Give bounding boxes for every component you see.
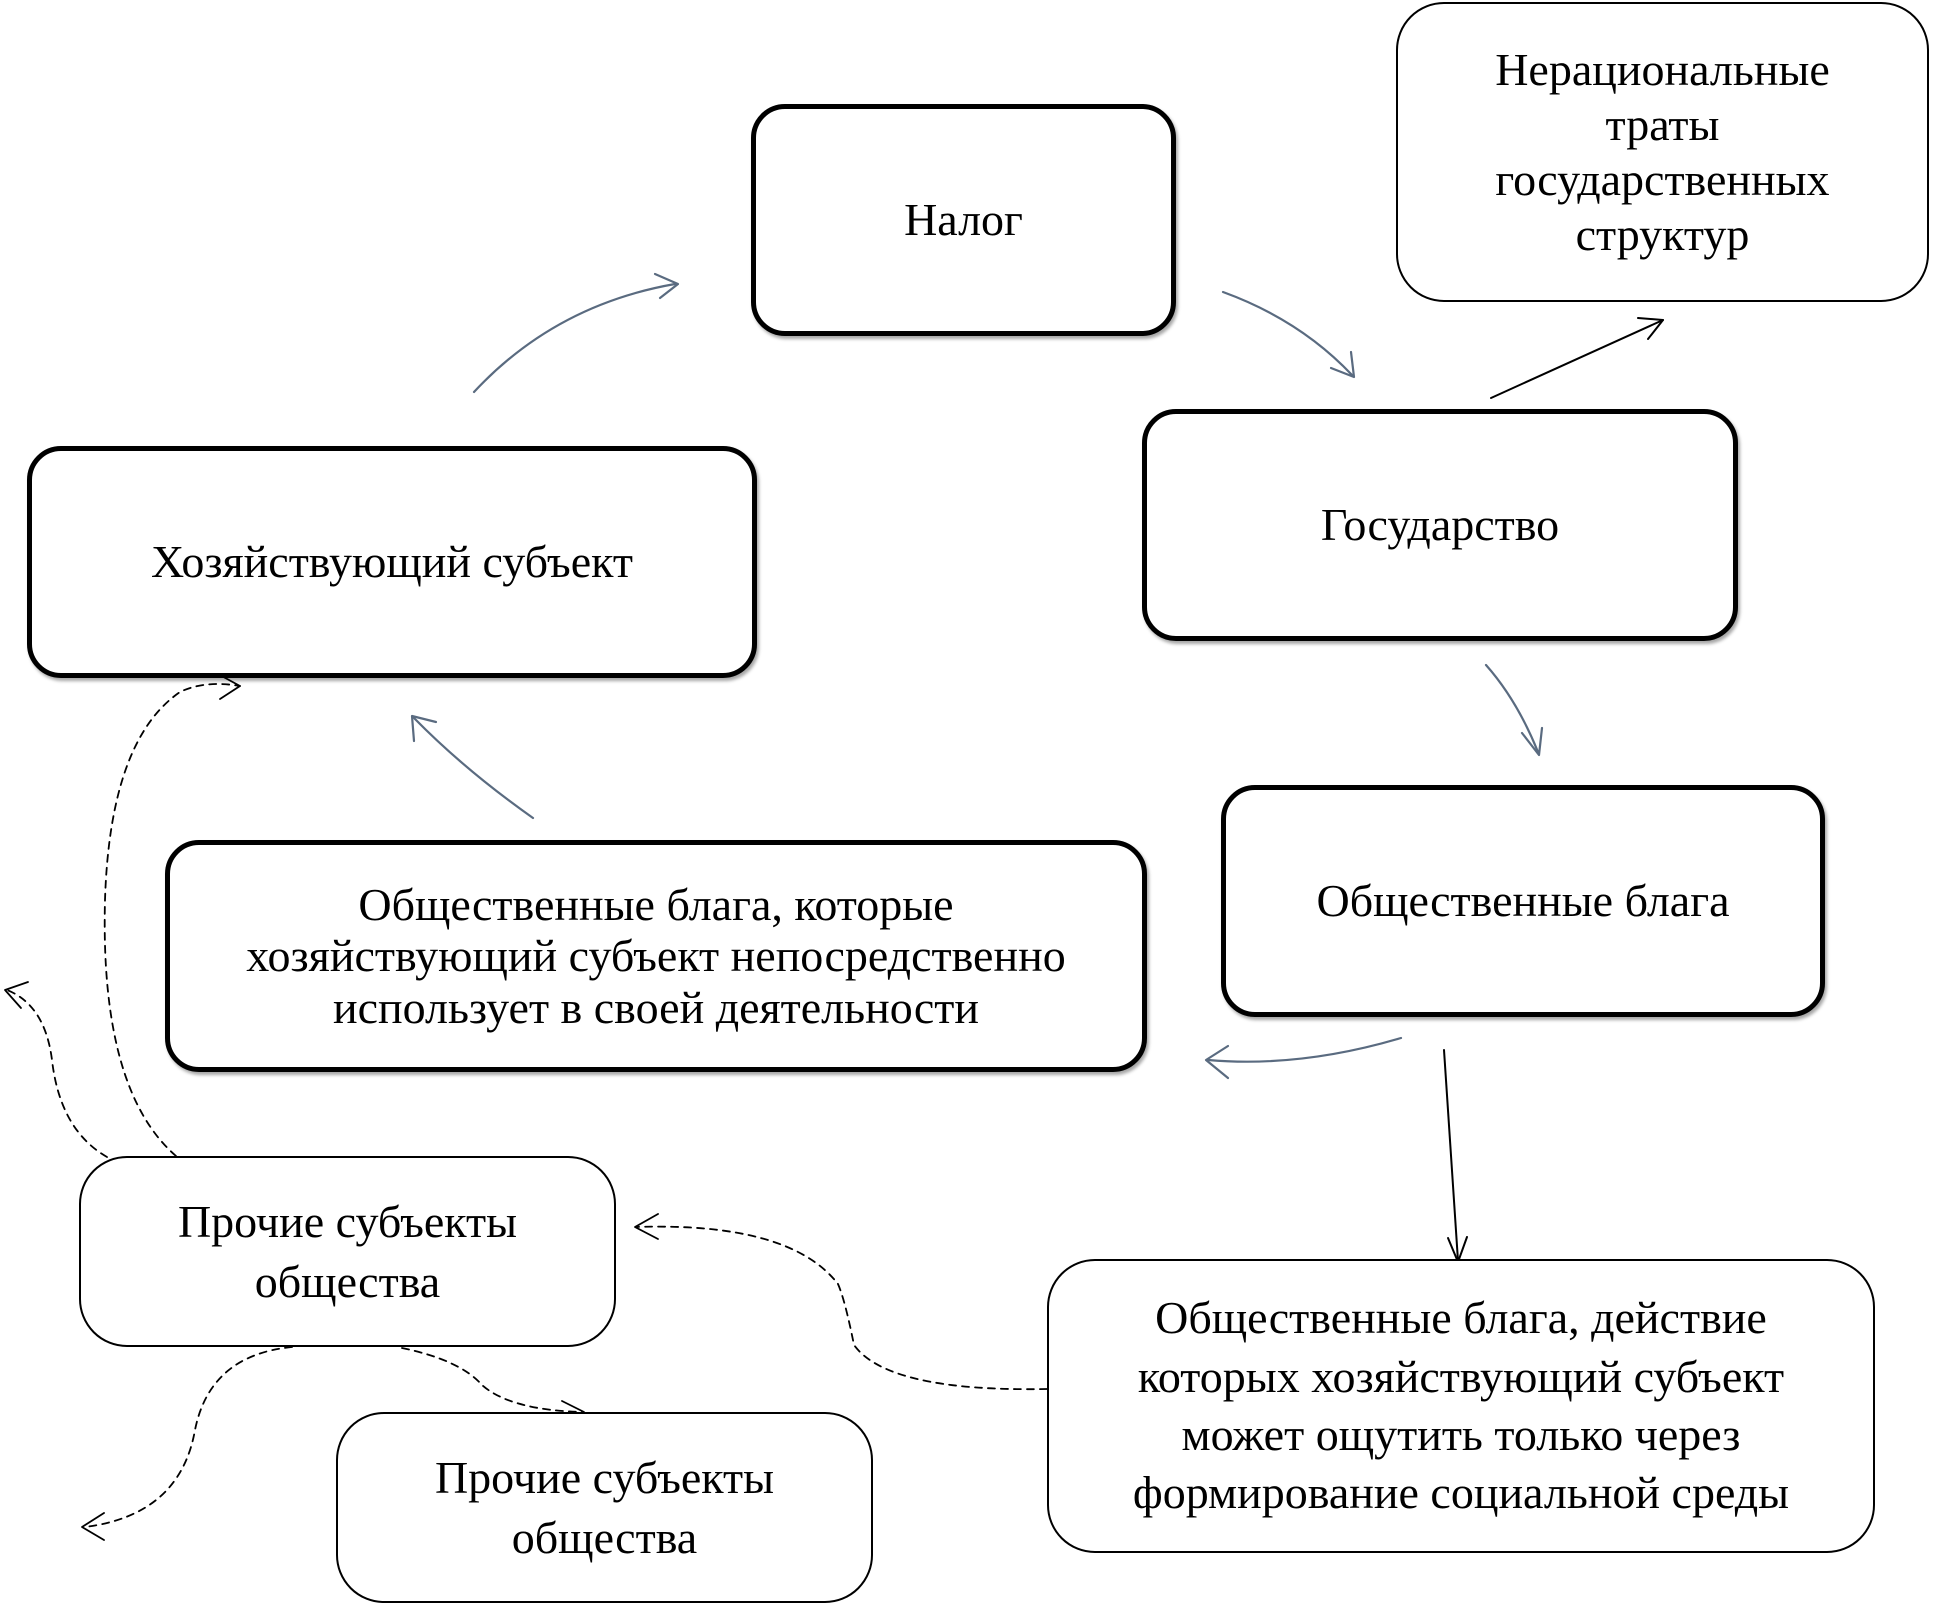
node-irrational-spending: Нерациональные траты государственных стр… bbox=[1396, 2, 1929, 302]
arrowhead-subject-to-tax bbox=[653, 272, 680, 300]
arrow-state-to-irrational-spending bbox=[1490, 319, 1664, 399]
arrowhead-direct-goods-to-subject bbox=[410, 714, 438, 743]
arrowhead-tax-to-state bbox=[1329, 350, 1356, 379]
dashed-arrowhead-others-to-bottom-left bbox=[81, 1512, 105, 1541]
arrowhead-state-to-irrational-spending bbox=[1637, 317, 1664, 340]
arrow-goods-to-indirect-goods bbox=[1443, 1049, 1459, 1262]
node-tax: Налог bbox=[751, 104, 1176, 336]
node-direct-public-goods: Общественные блага, которые хозяйствующи… bbox=[165, 840, 1147, 1072]
arrow-subject-to-tax bbox=[472, 282, 677, 394]
node-economic-subject: Хозяйствующий субъект bbox=[27, 446, 757, 678]
dashed-arrowhead-others-to-left bbox=[4, 981, 29, 1009]
dashed-arrowhead-others-to-subject bbox=[217, 673, 241, 700]
node-other-subjects-1: Прочие субъекты общества bbox=[79, 1156, 616, 1347]
dashed-arrow-others-to-subject bbox=[103, 683, 241, 1157]
dashed-arrow-others-to-others bbox=[401, 1347, 583, 1413]
dashed-arrow-others-to-left bbox=[6, 989, 108, 1158]
arrow-tax-to-state bbox=[1221, 290, 1354, 377]
dashed-arrow-indirect-goods-to-others bbox=[635, 1225, 1048, 1391]
node-indirect-public-goods: Общественные блага, действие которых хоз… bbox=[1047, 1259, 1875, 1553]
node-state: Государство bbox=[1142, 409, 1738, 641]
dashed-arrow-others-to-bottom-left bbox=[84, 1346, 293, 1528]
arrowhead-state-to-goods bbox=[1520, 726, 1544, 757]
arrow-state-to-goods bbox=[1484, 663, 1540, 754]
arrow-direct-goods-to-subject bbox=[412, 716, 535, 820]
node-public-goods: Общественные блага bbox=[1221, 785, 1825, 1017]
node-other-subjects-2: Прочие субъекты общества bbox=[336, 1412, 873, 1603]
dashed-arrowhead-indirect-goods-to-others bbox=[634, 1213, 659, 1240]
arrowhead-goods-to-direct-goods bbox=[1204, 1044, 1230, 1080]
arrow-goods-to-direct-goods bbox=[1206, 1036, 1403, 1063]
